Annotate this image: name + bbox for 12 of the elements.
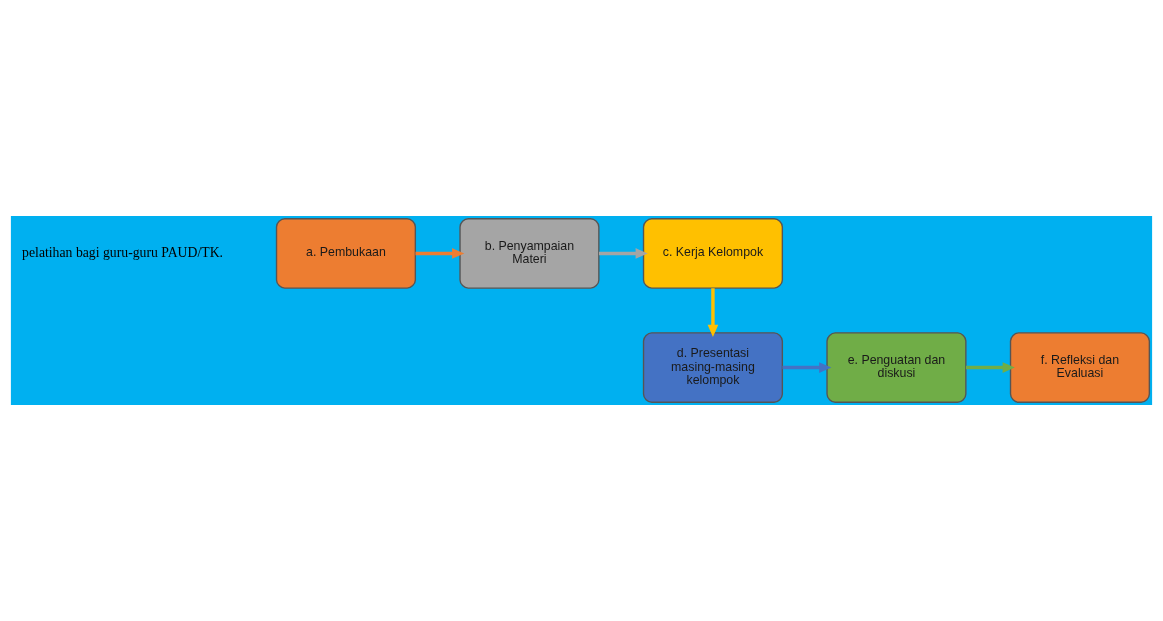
arrow — [415, 248, 465, 259]
node-box: f. Refleksi dan Evaluasi — [1009, 332, 1151, 403]
arrow — [782, 362, 832, 373]
arrow — [598, 248, 648, 259]
node-box: a. Pembukaan — [275, 218, 417, 289]
label: pelatihan bagi guru-guru PAUD/TK. — [22, 244, 224, 260]
node-box: d. Presentasi masing-masing kelompok — [642, 332, 784, 403]
arrow — [707, 288, 719, 337]
node-box: b. Penyampaian Materi — [459, 218, 600, 289]
arrow — [965, 362, 1015, 373]
node-box: c. Kerja Kelompok — [642, 218, 784, 289]
node-box: e. Penguatan dan diskusi — [826, 332, 967, 403]
